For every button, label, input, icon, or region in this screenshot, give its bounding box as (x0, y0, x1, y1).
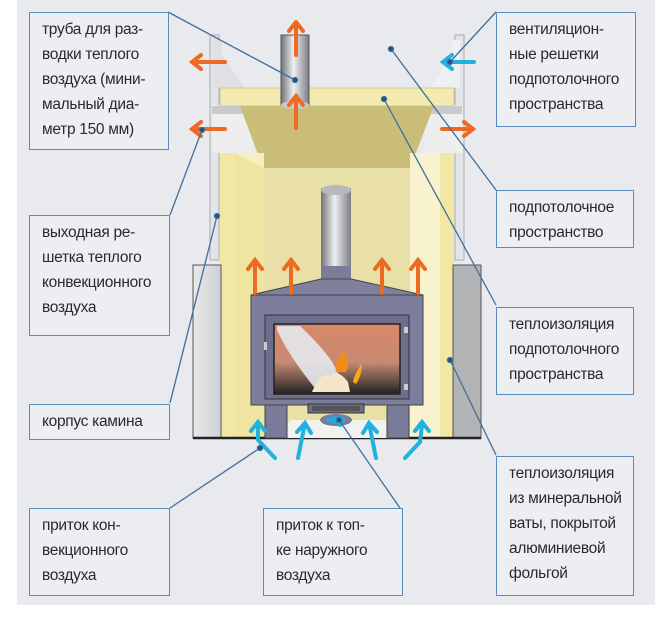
label-mineral-wool-line: ваты, покрытой (509, 515, 616, 532)
label-convection-inflow: приток кон- векционного воздуха (29, 508, 170, 596)
warm-arrow-left-upper (188, 53, 227, 71)
leader-outlet-grille-lower (169, 212, 221, 404)
warm-air-arrows (188, 20, 477, 295)
leader-mineral-wool (446, 356, 497, 456)
label-firebox-inflow-line: приток к топ- (276, 517, 365, 534)
label-convection-inflow-line: приток кон- (42, 517, 121, 534)
label-vent-grilles-line: пространства (509, 96, 604, 113)
label-pipe-line: мальный диа- (42, 96, 139, 113)
label-mineral-wool-line: алюминиевой (509, 540, 606, 557)
leader-firebox-inflow (335, 416, 401, 509)
label-firebox-inflow: приток к топ- ке наружного воздуха (263, 508, 403, 596)
label-mineral-wool-line: из минеральной (509, 490, 622, 507)
label-convection-inflow-line: воздуха (42, 567, 97, 584)
label-pipe-line: труба для раз- (42, 21, 143, 38)
label-ceiling-insulation-line: теплоизоляция (509, 316, 615, 333)
leader-vent-grilles (446, 11, 497, 66)
warm-arrow-pipe-top (287, 20, 305, 57)
label-ceiling-space: подпотолочное пространство (496, 190, 634, 248)
stove-flue (321, 185, 351, 280)
label-ceiling-insulation: теплоизоляция подпотолочного пространств… (496, 307, 634, 395)
cold-arrow-floor-1 (249, 418, 277, 460)
label-fireplace-body: корпус камина (29, 404, 170, 440)
warm-arrow-stove-4 (409, 256, 427, 295)
stove (250, 278, 424, 439)
warm-arrow-right-lower (440, 120, 477, 138)
label-outlet-grille-line: выходная ре- (42, 224, 135, 241)
label-convection-inflow-line: векционного (42, 542, 128, 559)
label-pipe: труба для раз- водки теплого воздуха (ми… (29, 12, 169, 150)
label-ceiling-insulation-line: подпотолочного (509, 341, 620, 358)
ceiling-insulation (212, 87, 462, 168)
label-mineral-wool: теплоизоляция из минеральной ваты, покры… (496, 456, 634, 596)
leader-lines (167, 11, 497, 509)
cold-arrow-floor-4 (403, 418, 431, 460)
label-outlet-grille-line: конвекционного (42, 274, 152, 291)
warm-arrow-stove-3 (373, 256, 391, 295)
warm-arrow-stove-1 (246, 256, 264, 295)
leader-convection-inflow (169, 444, 264, 509)
label-outlet-grille-line: шетка теплого (42, 249, 142, 266)
label-ceiling-space-line: подпотолочное (509, 199, 615, 216)
label-fireplace-body-line: корпус камина (42, 413, 143, 430)
label-firebox-inflow-line: ке наружного (276, 542, 368, 559)
label-pipe-line: метр 150 мм) (42, 121, 134, 138)
warm-arrow-pipe-bottom (287, 92, 305, 130)
leader-outlet-grille-upper (169, 126, 206, 216)
warm-arrow-stove-2 (282, 256, 300, 295)
label-ceiling-space-line: пространство (509, 224, 604, 241)
leader-pipe (167, 11, 299, 84)
cold-arrow-floor-2 (295, 419, 313, 460)
label-mineral-wool-line: фольгой (509, 565, 568, 582)
label-pipe-line: воздуха (мини- (42, 71, 146, 88)
label-firebox-inflow-line: воздуха (276, 567, 331, 584)
label-pipe-line: водки теплого (42, 46, 139, 63)
label-vent-grilles-line: подпотолочного (509, 71, 620, 88)
label-ceiling-insulation-line: пространства (509, 366, 604, 383)
label-vent-grilles-line: ные решетки (509, 46, 599, 63)
label-mineral-wool-line: теплоизоляция (509, 465, 615, 482)
label-outlet-grille-line: воздуха (42, 299, 97, 316)
leader-ceiling-insulation (380, 95, 497, 306)
leader-ceiling-space (387, 45, 497, 191)
label-vent-grilles: вентиляцион- ные решетки подпотолочного … (496, 12, 636, 127)
cold-arrow-floor-3 (361, 419, 379, 460)
label-outlet-grille: выходная ре- шетка теплого конвекционног… (29, 215, 170, 336)
label-vent-grilles-line: вентиляцион- (509, 21, 604, 38)
